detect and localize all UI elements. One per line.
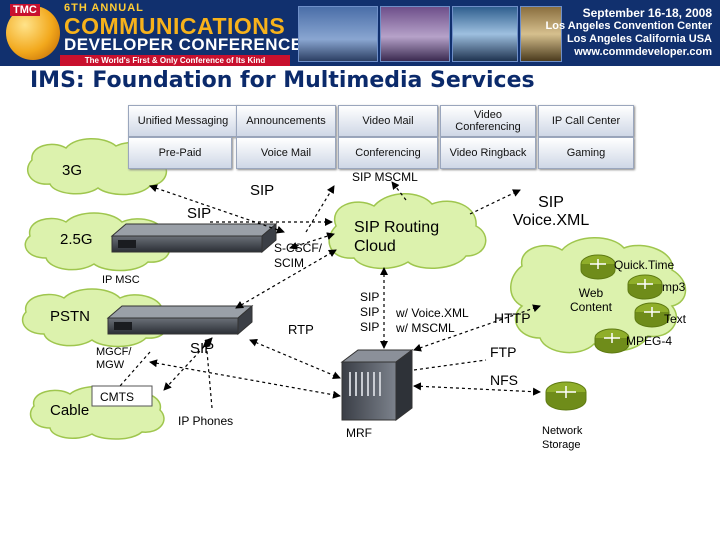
banner-dates: September 16-18, 2008	[582, 6, 712, 20]
tmc-logo: TMC	[10, 4, 40, 16]
service-gaming: Gaming	[538, 137, 634, 169]
banner-photo	[520, 6, 562, 62]
ip-msc-label: IP MSC	[102, 274, 140, 286]
service-ip-call-center: IP Call Center	[538, 105, 634, 137]
cloud-sip-routing	[328, 193, 487, 270]
cloud-cable-label: Cable	[50, 402, 90, 419]
banner-title-line1: COMMUNICATIONS	[64, 13, 286, 39]
mp3-label: mp3	[662, 280, 686, 294]
banner-photo	[298, 6, 378, 62]
voicexml-mscml-label: w/ Voice.XML w/ MSCML	[396, 306, 469, 335]
link-mrf-to-storage	[413, 382, 541, 396]
quicktime-label: Quick.Time	[614, 258, 675, 272]
link-ftp	[413, 359, 487, 371]
banner-tagline: The World's First & Only Conference of I…	[60, 55, 290, 66]
sip-left-label: SIP	[187, 205, 212, 222]
sip-stack-label: SIP SIP SIP	[360, 290, 380, 334]
banner-photo	[452, 6, 518, 62]
mrf-server-icon	[340, 349, 414, 421]
banner-photo	[380, 6, 450, 62]
link-scscf-to-routing	[289, 232, 335, 250]
text-label: Text	[664, 312, 687, 326]
sip-voicexml-label: SIP Voice.XML	[512, 194, 590, 229]
service-conferencing: Conferencing	[338, 137, 438, 169]
router-icon	[580, 254, 616, 280]
cmts-label: CMTS	[100, 390, 134, 404]
slide-title: IMS: Foundation for Multimedia Services	[30, 68, 535, 93]
link-ipmsc-to-routing	[235, 249, 337, 309]
sip-mscml-label: SIP MSCML	[352, 170, 418, 184]
service-announcements: Announcements	[236, 105, 336, 137]
link-mrf-to-http	[413, 304, 541, 352]
cloud-pstn-label: PSTN	[50, 308, 91, 325]
sip-bottom-label: SIP	[190, 340, 215, 357]
cloud-3g-label: 3G	[62, 162, 83, 179]
network-storage-label: Network Storage	[542, 425, 583, 451]
router-icon	[634, 302, 670, 328]
rtp-label: RTP	[288, 322, 314, 337]
link-routing-to-services	[391, 181, 407, 201]
banner-title-line2: DEVELOPER CONFERENCE	[64, 35, 303, 54]
mgcf-mgw-label: MGCF/ MGW	[96, 346, 132, 371]
s-cscf-label: S-CSCF/ SCIM	[274, 241, 322, 270]
storage-router-icon	[545, 381, 587, 411]
cloud-2-5g-label: 2.5G	[60, 231, 93, 248]
conference-banner: TMC 6TH ANNUAL COMMUNICATIONS DEVELOPER …	[0, 0, 720, 66]
banner-venue: Los Angeles Convention Center	[545, 20, 712, 32]
service-unified-messaging: Unified Messaging	[128, 105, 238, 137]
sip-top-label: SIP	[250, 182, 275, 199]
web-content-label: Web Content	[569, 286, 613, 314]
banner-city: Los Angeles California USA	[566, 33, 712, 45]
service-voice-mail: Voice Mail	[236, 137, 336, 169]
service-video-ringback: Video Ringback	[440, 137, 536, 169]
link-ipmsc-to-cmts	[119, 351, 151, 387]
ip-msc-server-icon	[106, 304, 254, 336]
service-video-mail: Video Mail	[338, 105, 438, 137]
http-label: HTTP	[494, 310, 531, 326]
link-scscf-to-services	[305, 185, 335, 233]
ip-phones-label: IP Phones	[178, 414, 234, 428]
router-icon	[594, 328, 630, 354]
mrf-label: MRF	[346, 426, 372, 440]
mpeg4-label: MPEG-4	[626, 334, 673, 348]
banner-annual: 6TH ANNUAL	[64, 2, 144, 14]
link-mgcf-to-mrf	[149, 359, 341, 399]
service-video-conferencing: Video Conferencing	[440, 105, 536, 137]
link-ipphones-to-ipmsc	[202, 339, 213, 409]
ftp-label: FTP	[490, 344, 517, 360]
router-icon	[627, 274, 663, 300]
nfs-label: NFS	[490, 372, 518, 388]
s-cscf-server-icon	[110, 222, 278, 254]
banner-url[interactable]: www.commdeveloper.com	[574, 46, 712, 58]
link-rtp-ipmsc-to-mrf	[249, 339, 341, 379]
sip-routing-cloud-label: SIP Routing Cloud	[354, 219, 440, 255]
service-pre-paid: Pre-Paid	[128, 137, 232, 169]
